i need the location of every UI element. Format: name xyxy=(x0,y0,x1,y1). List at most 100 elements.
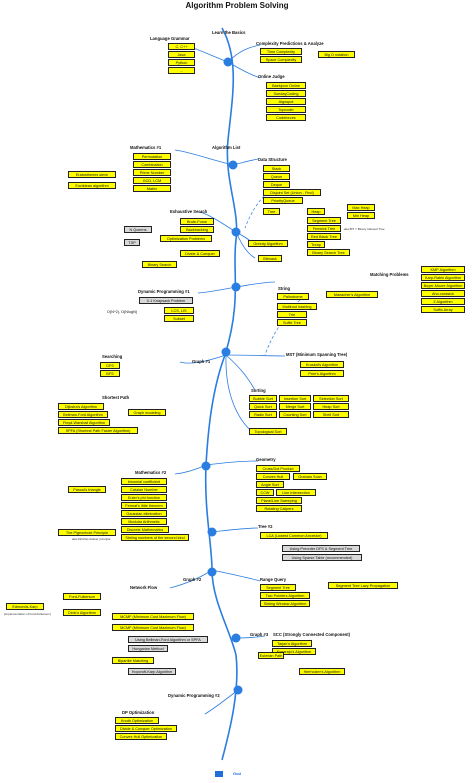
section-complexity: Complexity Predictions & Analyze xyxy=(256,41,324,46)
box-hierholzer: Hierholzer's Algorithm xyxy=(299,668,345,675)
box-tarjan: Tarjan's Algorithm xyxy=(272,640,312,647)
box-fermat: Fermat's little theorem xyxy=(121,502,167,509)
box-tree: Tree xyxy=(263,208,280,215)
section-dp-optimization: DP Optimization xyxy=(122,710,155,715)
box-codeforces: Codeforces xyxy=(266,114,306,121)
section-string: String xyxy=(278,286,291,291)
box-java: Java xyxy=(168,51,195,58)
section-range-query: Range Query xyxy=(260,577,287,582)
node-tree2 xyxy=(207,527,217,537)
box-preorder: Using Preorder DFS & Segment Tree xyxy=(282,545,360,552)
section-network-flow: Network Flow xyxy=(130,585,158,590)
box-stack: Stack xyxy=(263,165,290,172)
section-graph-1: Graph #1 xyxy=(192,359,211,364)
box-lcs-lis: LCS, LIS xyxy=(164,307,194,314)
box-stirling: Stirling numbers of the second kind xyxy=(121,534,189,541)
box-n-queens: N Queens xyxy=(124,226,152,233)
box-suffix-tree: Suffix Tree xyxy=(277,319,307,326)
section-shortest-path: Shortest Path xyxy=(102,395,130,400)
box-combination: Combination xyxy=(133,161,171,168)
box-kruskal: Kruskal's Algorithm xyxy=(300,361,344,368)
node-graph3 xyxy=(231,633,241,643)
box-gcd-lcm: GCD, LCM xyxy=(133,177,171,184)
box-suffix-array: Suffix Array xyxy=(421,306,465,313)
section-exhaustive-search: Exhaustive Search xyxy=(170,209,208,214)
section-mathematics-1: Mathematics #1 xyxy=(130,145,162,150)
box-euler-phi: Euler's phi function xyxy=(121,494,167,501)
box-two-pointers: Two Pointers Algorithm xyxy=(260,592,310,599)
box-prime-number: Prime Number xyxy=(133,169,171,176)
box-greedy: Greedy Algorithm xyxy=(248,240,288,247)
section-dp2: Dynamic Programming #2 xyxy=(168,693,220,698)
box-python: Python xyxy=(168,59,195,66)
node-dp1 xyxy=(231,282,241,292)
box-hopcroft: Hopcroft-Karp Algorithm xyxy=(128,668,176,675)
box-karp-rabin: Karp-Rabin Algorithm xyxy=(421,274,465,281)
god-logo xyxy=(215,771,223,777)
box-pascal: Pascal's triangle xyxy=(68,486,106,493)
box-algospot: Algospot xyxy=(266,98,306,105)
box-heap-sort: Heap Sort xyxy=(313,403,349,410)
box-on2: O(N^2), O(NlogN) xyxy=(103,309,141,316)
box-merge-sort: Merge Sort xyxy=(279,403,311,410)
box-floyd: Floyd-Warshall Algorithm xyxy=(58,419,110,426)
node-exhaustive xyxy=(231,227,241,237)
box-eulerian: Eulerian Path xyxy=(258,652,284,659)
main-trunk-line xyxy=(204,27,238,761)
box-fenwick-tree: Fenwick Tree xyxy=(307,225,341,232)
box-priority-queue: PriorityQueue xyxy=(263,197,303,204)
node-math2 xyxy=(201,461,211,471)
box-optimization-problems: Optimization Problems xyxy=(160,235,212,242)
box-mcmf-algo: MCMF (Minimum Cost Maximum Flow) xyxy=(112,624,194,631)
box-treap: Treap xyxy=(307,241,325,248)
box-heap: Heap xyxy=(307,208,325,215)
box-z-algorithm: Z Algorithm xyxy=(421,298,465,305)
box-bubble-sort: Bubble Sort xyxy=(249,395,277,402)
box-hungarian: Hungarian Method xyxy=(128,645,168,652)
box-ford-fulkerson: Ford-Fulkerson xyxy=(63,593,101,600)
section-dp1: Dynamic Programming #1 xyxy=(138,289,190,294)
box-min-heap: Min Heap xyxy=(347,212,375,219)
section-language-grammar: Language Grammar xyxy=(150,36,190,41)
note-bit: aka BIT = Binary Indexed Tree xyxy=(344,227,385,231)
box-multiroot-hashing: Multiroot hashing xyxy=(277,303,317,310)
box-baekjoon: Baekjoon Online xyxy=(266,82,306,89)
box-euclidean: Euclidean algorithm xyxy=(68,182,116,189)
box-segment-tree-2: Segment Tree xyxy=(260,584,296,591)
box-gaussian: Gaussian elimination xyxy=(121,510,167,517)
box-binary-search: Binary Search xyxy=(142,261,177,268)
box-aho-corasick: Aho-corasick xyxy=(421,290,465,297)
box-space-complexity: Space Complexity xyxy=(260,56,302,63)
box-binomial: binomial coefficient xyxy=(121,478,167,485)
box-permutation: Permutation xyxy=(133,153,171,160)
box-sundaycoding: SundayCoding xyxy=(266,90,306,97)
node-learn-basics xyxy=(223,57,233,67)
box-counting-sort: Counting Sort xyxy=(279,411,311,418)
box-discrete: Discrete Mathematics xyxy=(121,526,169,533)
box-rotating-calipers: Rotating Calipers xyxy=(256,505,302,512)
box-dfs: DFS xyxy=(100,362,120,369)
box-kmp: KMP Algorithm xyxy=(421,266,465,273)
box-c-cpp: C, C++ xyxy=(168,43,195,50)
box-lca: LCA (Lowest Common Ancestor) xyxy=(260,532,328,539)
node-graph1 xyxy=(221,347,231,357)
branch-lines xyxy=(169,44,286,715)
box-kosaraju: Kosaraju's Algorithm xyxy=(272,648,316,655)
box-catalan: Catalan Number xyxy=(121,486,167,493)
section-graph-3: Graph #3 xyxy=(250,632,269,637)
section-sorting: Sorting xyxy=(251,388,266,393)
box-bfs: BFS xyxy=(100,370,120,377)
box-line-intersection: Line Intersection xyxy=(276,489,316,496)
box-subset: Subset xyxy=(164,315,194,322)
box-shell-sort: Shell Sort xyxy=(313,411,349,418)
dashed-connector xyxy=(244,192,301,356)
section-online-judge: Online Judge xyxy=(258,74,285,79)
box-edmonds-karp: Edmonds-Karp xyxy=(6,603,44,610)
node-algorithm-list xyxy=(228,160,238,170)
box-deque: Deque xyxy=(263,181,290,188)
box-boyer-moore: Boyer-Moore Algorithm xyxy=(421,282,465,289)
box-angle-sort: Angle Sort xyxy=(256,481,284,488)
box-divide-conquer: Divide & Conquer xyxy=(180,250,220,257)
box-brute-force: Brute-Force xyxy=(180,218,214,225)
